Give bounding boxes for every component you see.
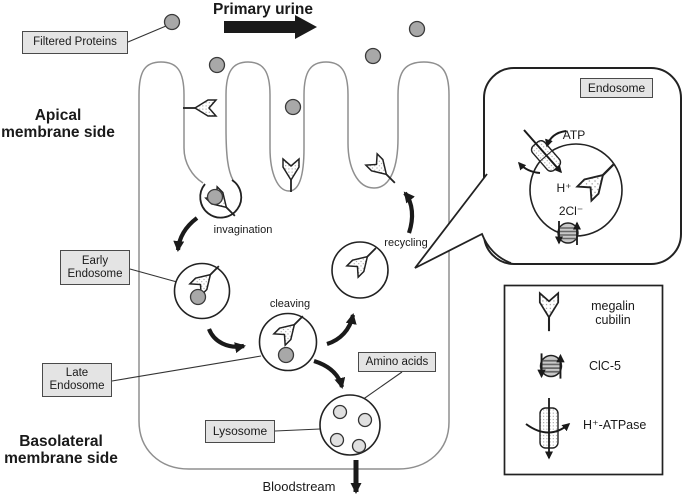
endosome-callout: Endosome <box>580 78 653 98</box>
endosome-inset-bubble <box>414 67 682 269</box>
megalin-cubilin-receptor-icon <box>364 152 402 190</box>
two-cl-label: 2Cl⁻ <box>558 204 584 218</box>
late-endosome-callout: Late Endosome <box>42 363 112 397</box>
legend-h-atpase-label: H⁺-ATPase <box>583 418 647 432</box>
cleaving-label: cleaving <box>269 298 311 310</box>
legend-clc5-label: ClC-5 <box>589 359 621 373</box>
basolateral-membrane-label: Basolateral membrane side <box>2 433 120 467</box>
amino-acid-dots <box>329 404 373 454</box>
h-atpase-pump-icon <box>525 398 571 460</box>
apical-membrane-label: Apical membrane side <box>0 107 116 141</box>
legend <box>503 284 664 476</box>
primary-urine-title: Primary urine <box>213 1 313 18</box>
recycling-label: recycling <box>384 237 428 249</box>
legend-megalin-line1: megalin <box>591 299 635 313</box>
process-arrows <box>173 191 415 494</box>
amino-acids-callout: Amino acids <box>358 352 436 372</box>
late-endosome-line2: Endosome <box>49 380 105 392</box>
primary-urine-arrow <box>224 15 317 39</box>
early-endosome-callout: Early Endosome <box>60 250 130 285</box>
atp-label: ATP <box>562 128 586 142</box>
lysosome-circle <box>319 394 381 456</box>
apical-line1: Apical <box>34 107 82 124</box>
organelles <box>173 179 389 456</box>
basolateral-line2: membrane side <box>4 450 118 467</box>
filtered-proteins-callout: Filtered Proteins <box>22 31 128 54</box>
early-endosome-line1: Early <box>81 254 109 267</box>
bloodstream-label: Bloodstream <box>262 479 336 494</box>
megalin-cubilin-receptor-icon <box>182 99 217 117</box>
invagination-label: invagination <box>213 224 273 236</box>
filtered-protein-particles <box>163 13 426 364</box>
apical-line2: membrane side <box>1 124 115 141</box>
legend-megalin-line2: cubilin <box>595 312 631 327</box>
late-endosome-line1: Late <box>65 367 89 379</box>
cell-membrane <box>138 61 450 470</box>
early-endosome-line2: Endosome <box>67 267 123 280</box>
h-plus-label: H⁺ <box>556 181 572 195</box>
legend-megalin-label: megalin cubilin <box>578 299 648 327</box>
basolateral-line1: Basolateral <box>19 433 103 450</box>
lysosome-callout: Lysosome <box>205 420 275 443</box>
